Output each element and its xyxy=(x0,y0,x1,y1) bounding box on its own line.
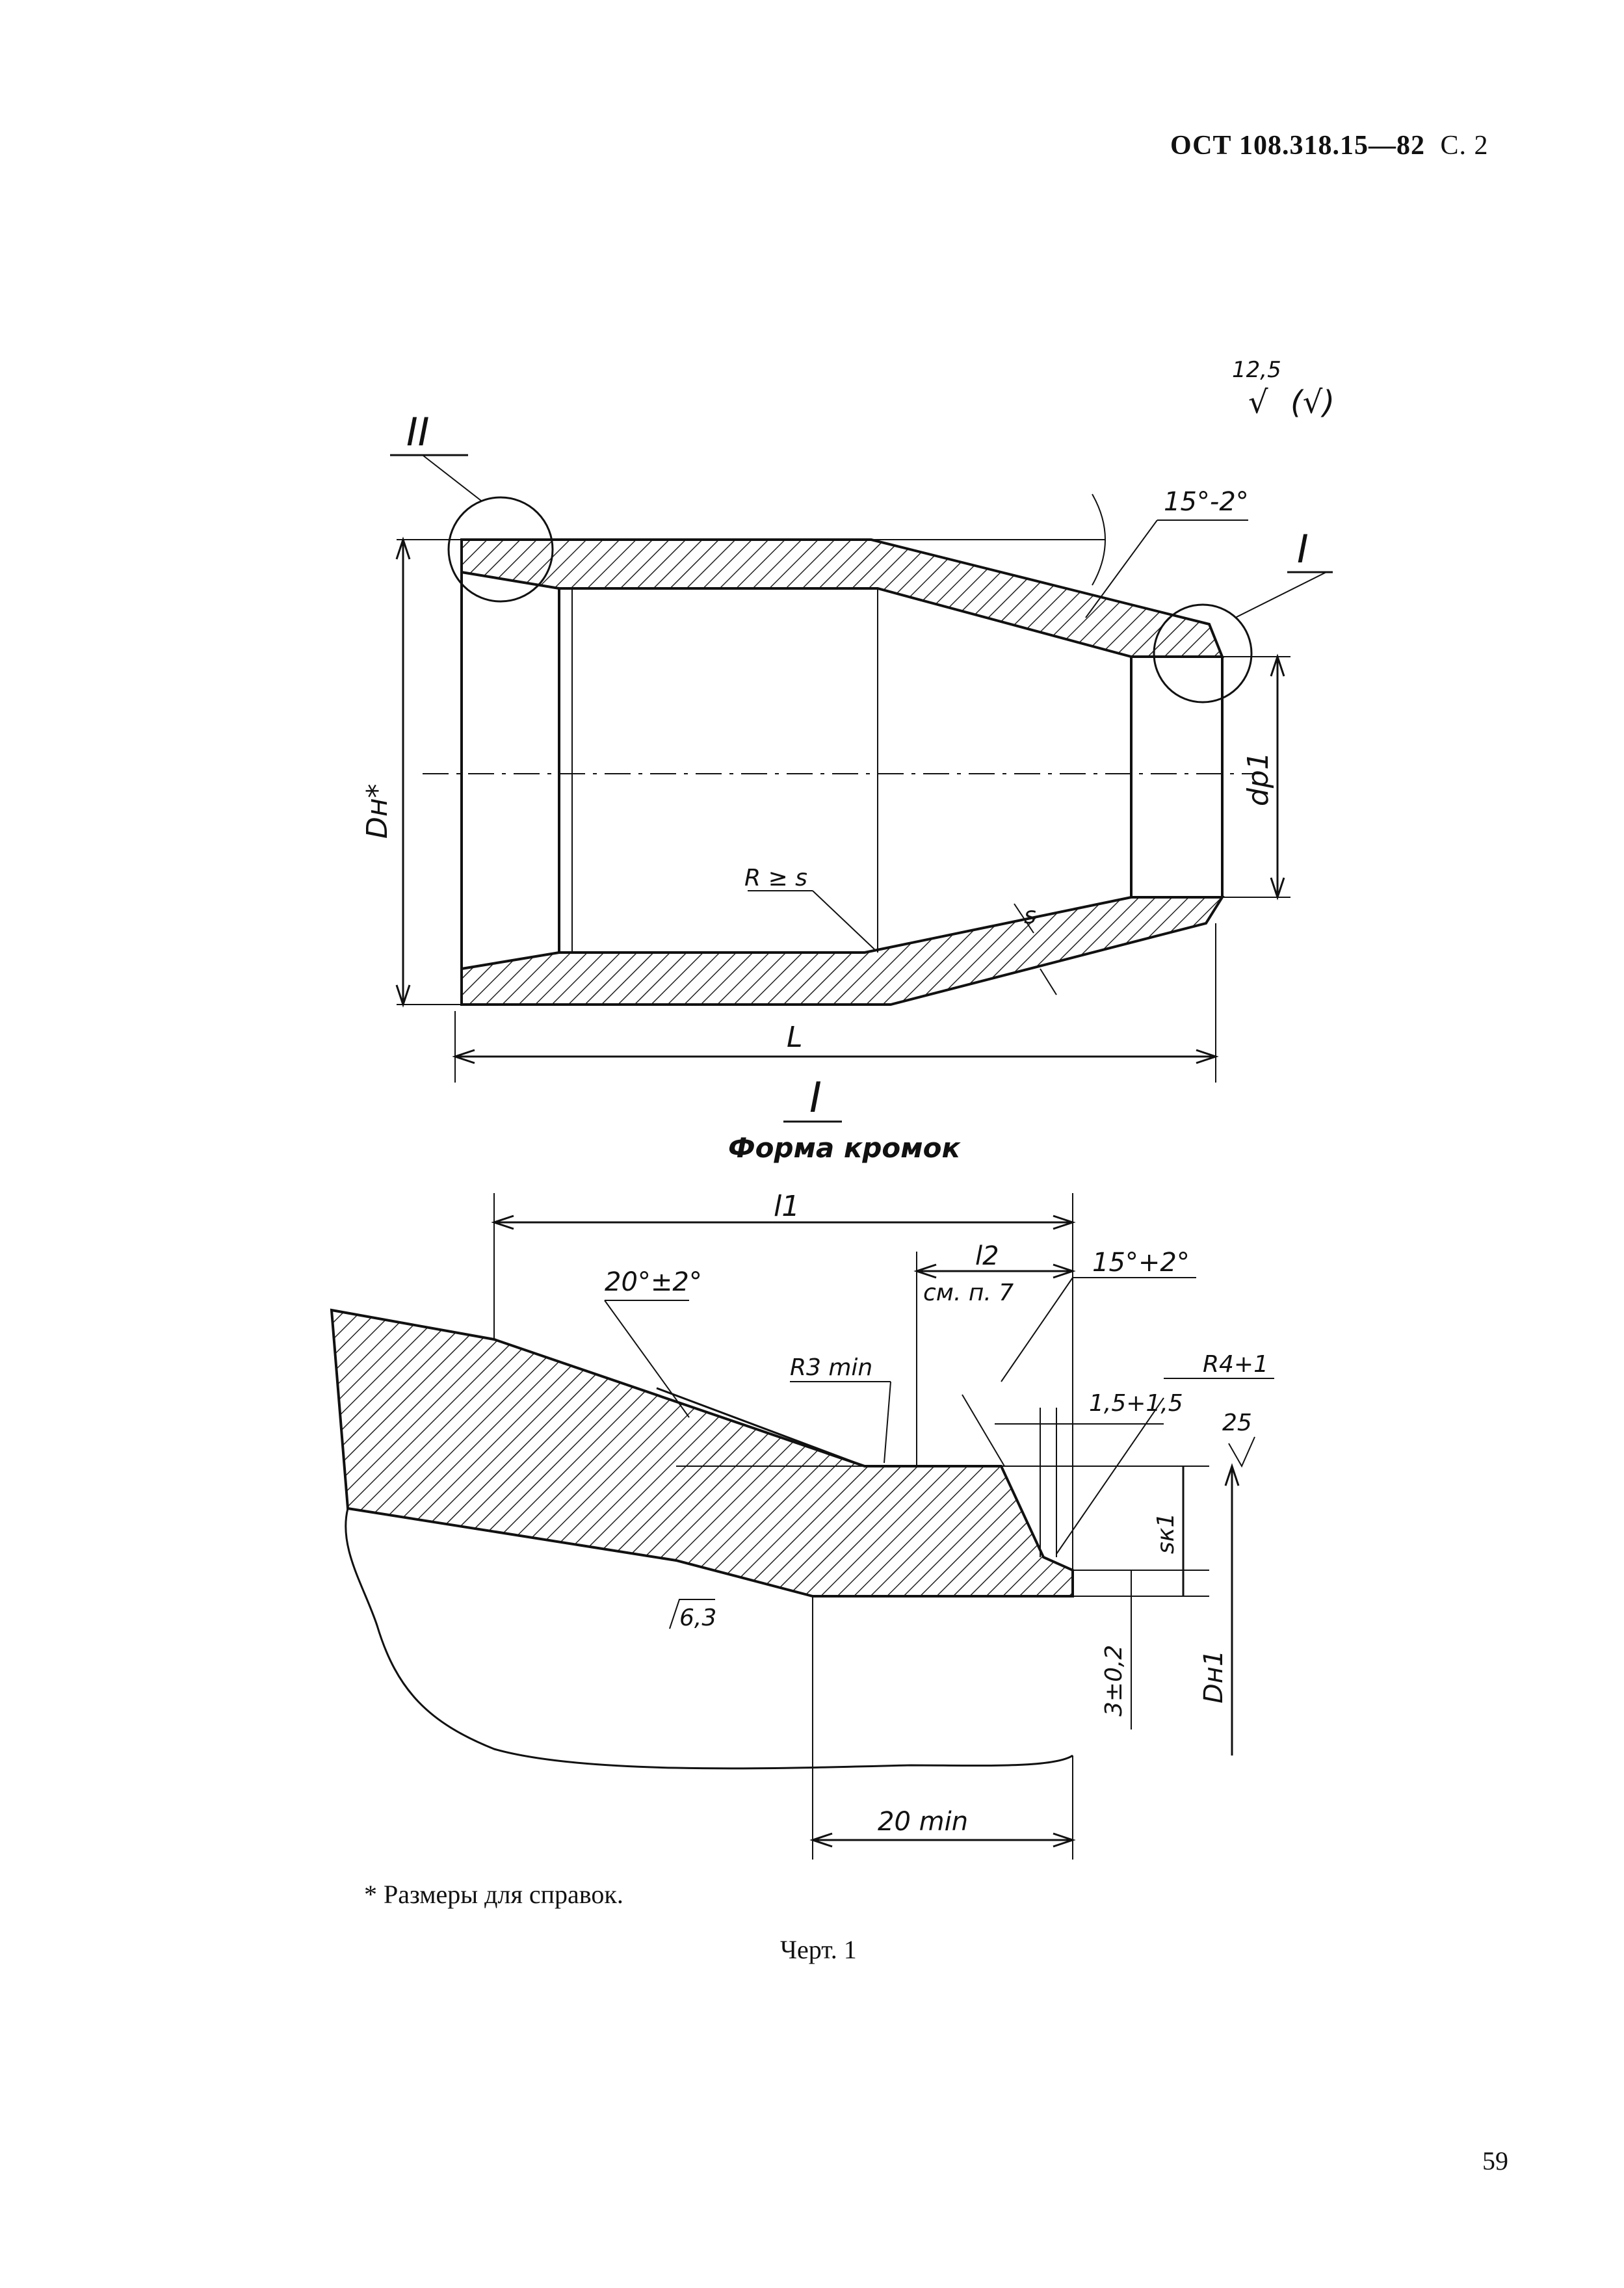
dimension-20min: 20 min xyxy=(878,1807,968,1837)
dimension-sk1: sк1 xyxy=(1153,1513,1179,1554)
angle-20-label: 20°±2° xyxy=(605,1267,702,1297)
dimension-L: L xyxy=(787,1021,803,1054)
standard-number: ОСТ 108.318.15—82 xyxy=(1170,131,1426,161)
dimension-3: 3±0,2 xyxy=(1101,1645,1127,1716)
callout-circle-II xyxy=(447,496,554,603)
dimension-l2: l2 xyxy=(975,1241,999,1271)
page-header: ОСТ 108.318.15—82 С. 2 xyxy=(1170,130,1489,161)
page-label: С. 2 xyxy=(1440,131,1489,161)
radius-3-label: R3 min xyxy=(790,1354,872,1381)
dimension-l1: l1 xyxy=(774,1190,800,1223)
angle-top-label: 15°-2° xyxy=(1164,487,1249,517)
roughness-symbol: √ xyxy=(1248,384,1268,421)
dimension-Dh: Dн* xyxy=(361,783,394,839)
dimension-Dh1: Dн1 xyxy=(1199,1650,1229,1703)
edge-section xyxy=(330,1308,1074,1598)
roughness-25: 25 xyxy=(1222,1410,1252,1436)
top-wall-section xyxy=(460,538,1224,658)
detail-subtitle: Форма кромок xyxy=(728,1132,961,1164)
wall-thickness-label: s xyxy=(1024,902,1036,929)
roughness-main: 12,5 xyxy=(1232,357,1281,383)
roughness-6-3: 6,3 xyxy=(679,1605,716,1631)
radius-label: R ≥ s xyxy=(744,865,807,891)
bottom-wall-section xyxy=(460,896,1225,1006)
reducer-main-view xyxy=(390,454,1333,1083)
figure-caption: Черт. 1 xyxy=(780,1935,857,1964)
edge-detail-view xyxy=(330,1193,1274,1860)
callout-II-label: II xyxy=(406,410,429,455)
dimension-1-5: 1,5+1,5 xyxy=(1089,1390,1183,1417)
see-note-label: см. п. 7 xyxy=(923,1280,1014,1306)
dimension-dp1: dp1 xyxy=(1242,752,1275,806)
footnote: * Размеры для справок. xyxy=(364,1880,623,1909)
page-number: 59 xyxy=(1482,2146,1508,2176)
roughness-alt: (√) xyxy=(1290,384,1335,421)
callout-circle-I xyxy=(1153,603,1253,703)
radius-4-label: R4+1 xyxy=(1203,1351,1268,1378)
detail-title: I xyxy=(809,1074,822,1122)
callout-I-label: I xyxy=(1297,527,1309,572)
angle-15-label: 15°+2° xyxy=(1092,1248,1190,1278)
